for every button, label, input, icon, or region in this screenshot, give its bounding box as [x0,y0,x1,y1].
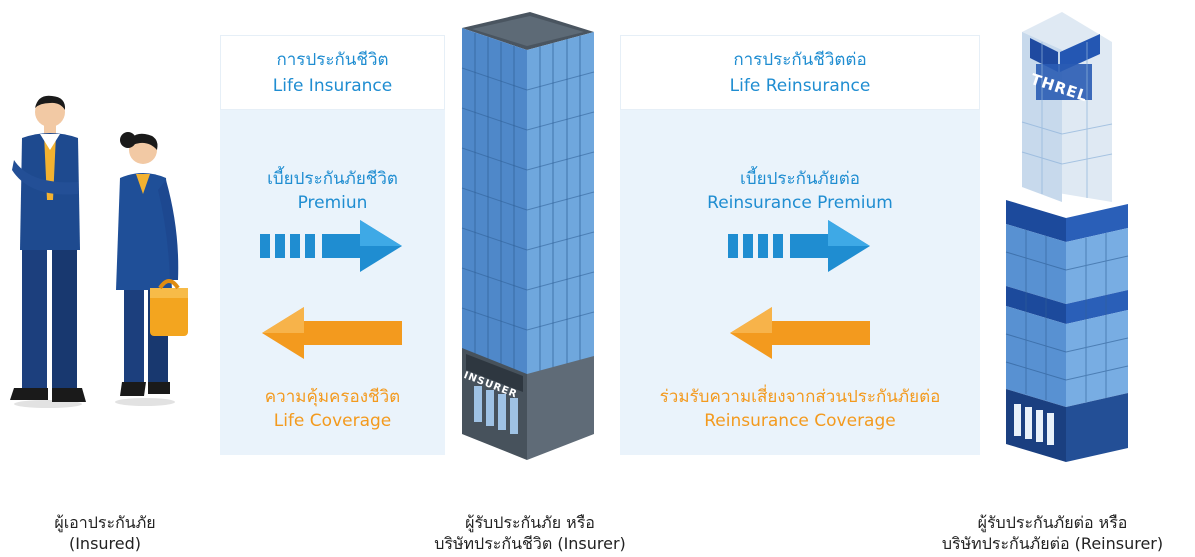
reinsurer-caption: ผู้รับประกันภัยต่อ หรือ บริษัทประกันภัยต… [915,512,1190,554]
life-insurance-panel: การประกันชีวิต Life Insurance เบี้ยประกั… [220,35,445,455]
insured-label-th: ผู้เอาประกันภัย [54,513,156,532]
reinsurer-label-en: บริษัทประกันภัยต่อ (Reinsurer) [941,534,1164,553]
reinsurer-label-th: ผู้รับประกันภัยต่อ หรือ [977,513,1128,532]
arrow-right-icon [728,220,873,272]
reinsurance-premium-label-th: เบี้ยประกันภัยต่อ [740,169,860,189]
premium-label-en: Premiun [297,193,368,213]
insurer-label-en: บริษัทประกันชีวิต (Insurer) [434,534,626,553]
reinsurer-building-illustration: THREL [1000,12,1140,472]
reinsurance-coverage-label-th: ร่วมรับความเสี่ยงจากส่วนประกันภัยต่อ [659,387,941,407]
life-reinsurance-title-en: Life Reinsurance [729,76,871,96]
insured-people-illustration [0,90,200,410]
life-reinsurance-panel: การประกันชีวิตต่อ Life Reinsurance เบี้ย… [620,35,980,455]
life-reinsurance-title-th: การประกันชีวิตต่อ [733,50,867,70]
insured-label-en: (Insured) [68,534,142,553]
arrow-right-icon [260,220,405,272]
insurer-caption: ผู้รับประกันภัย หรือ บริษัทประกันชีวิต (… [395,512,665,554]
life-reinsurance-header [620,35,980,110]
insurer-label-th: ผู้รับประกันภัย หรือ [465,513,595,532]
reinsurance-coverage-label-en: Reinsurance Coverage [704,411,896,431]
premium-label-th: เบี้ยประกันภัยชีวิต [267,169,398,189]
reinsurance-premium-label-en: Reinsurance Premium [707,193,893,213]
arrow-left-icon [728,307,873,359]
coverage-label-th: ความคุ้มครองชีวิต [264,387,401,407]
life-insurance-header [220,35,445,110]
coverage-label-en: Life Coverage [273,411,392,431]
life-insurance-title-en: Life Insurance [272,76,393,96]
insurer-building-illustration: INSURER [452,8,602,468]
arrow-left-icon [260,307,405,359]
insured-caption: ผู้เอาประกันภัย (Insured) [10,512,200,554]
life-insurance-title-th: การประกันชีวิต [276,50,389,70]
